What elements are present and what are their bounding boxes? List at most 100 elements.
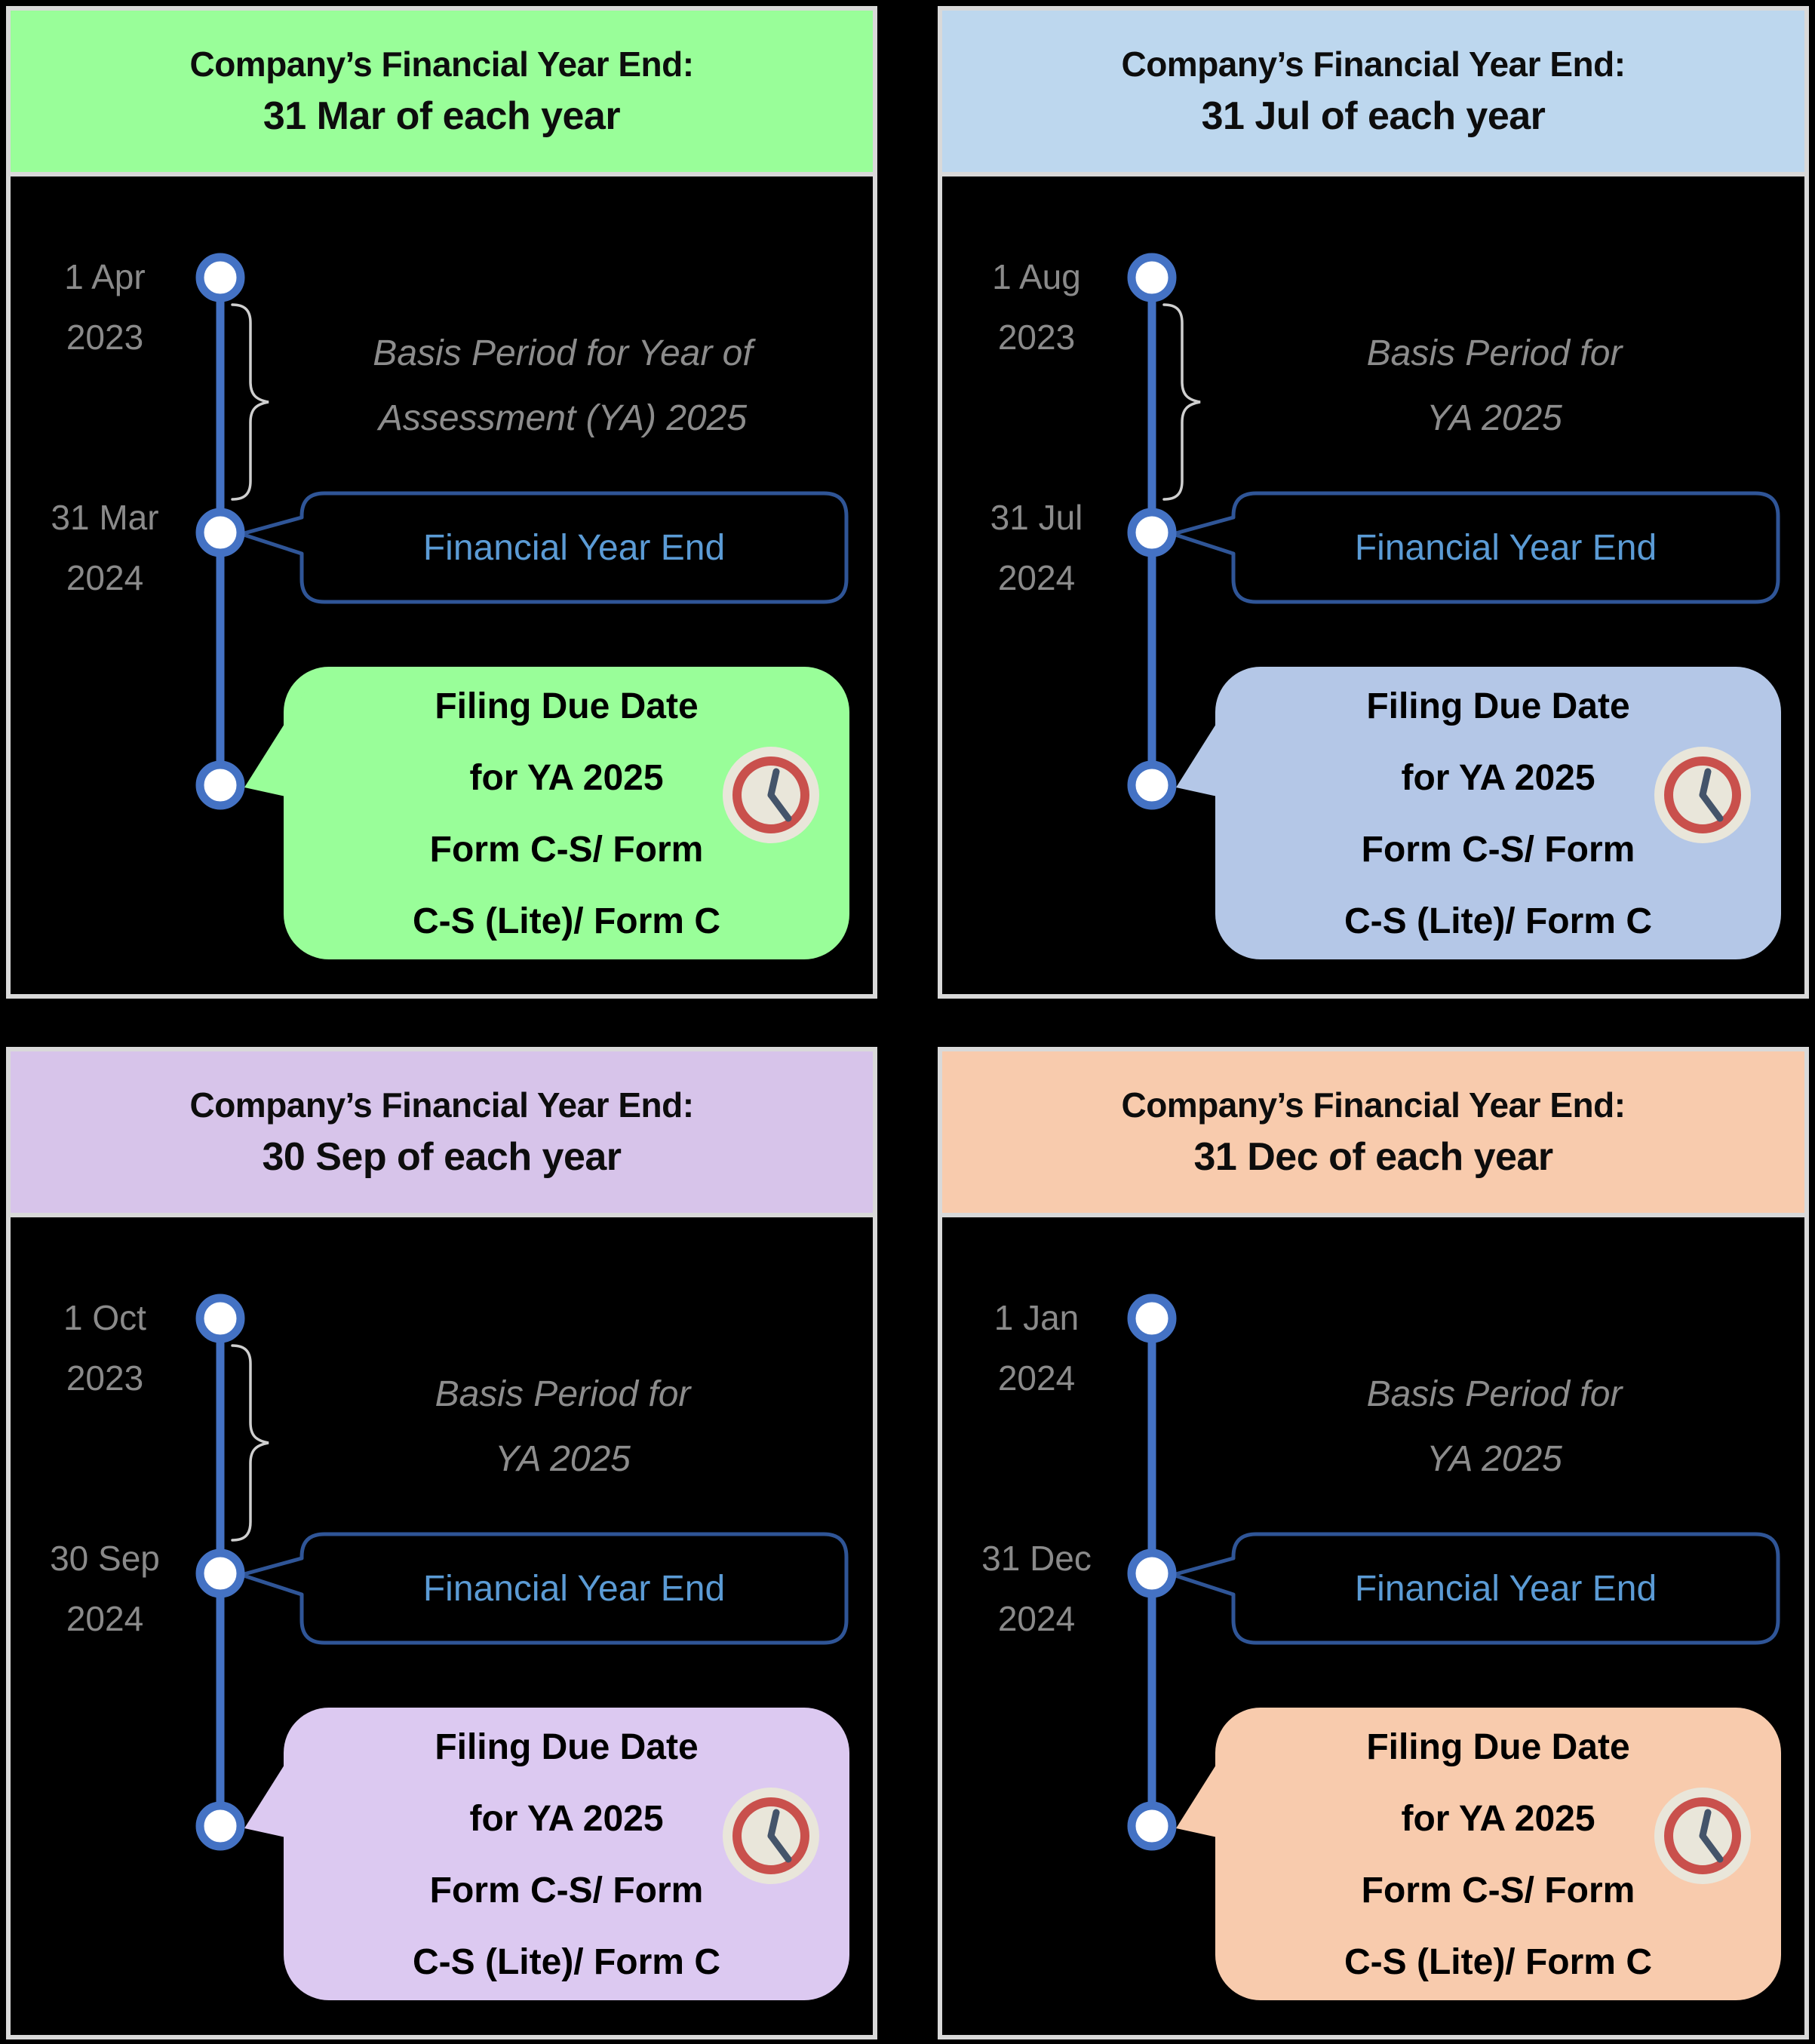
- clock-icon: [1654, 1788, 1751, 1884]
- timeline-dot-fye: [1127, 508, 1177, 557]
- panel-header: Company’s Financial Year End: 31 Jul of …: [942, 11, 1804, 176]
- panel-fye-31-jul: Company’s Financial Year End: 31 Jul of …: [938, 6, 1809, 999]
- filing-line4: C-S (Lite)/ Form C: [413, 1942, 720, 1982]
- filing-callout-tail: [1176, 689, 1238, 801]
- start-date-day: 1 Apr: [64, 257, 146, 296]
- clock-hour-hand: [1699, 1809, 1712, 1840]
- panel-header: Company’s Financial Year End: 31 Mar of …: [11, 11, 873, 176]
- filing-line3: Form C-S/ Form: [429, 830, 704, 870]
- filing-line2: for YA 2025: [469, 758, 664, 798]
- filing-line2: for YA 2025: [469, 1799, 664, 1839]
- panel-fye-30-sep: Company’s Financial Year End: 30 Sep of …: [6, 1047, 877, 2039]
- filing-due-date-label: Filing Due Date for YA 2025 Form C-S/ Fo…: [1238, 1709, 1758, 2000]
- panel-body: 1 Aug 2023 31 Jul 2024 Basis Period for …: [942, 176, 1804, 990]
- filing-line2: for YA 2025: [1401, 758, 1595, 798]
- end-date-label: 30 Sep 2024: [24, 1528, 186, 1649]
- timeline-dot-start: [1127, 253, 1177, 302]
- timeline-dot-fye: [195, 1548, 245, 1598]
- timeline-dot-filing: [1127, 760, 1177, 810]
- start-date-day: 1 Aug: [992, 257, 1081, 296]
- panel-header-title: Company’s Financial Year End:: [1121, 45, 1626, 84]
- filing-line2: for YA 2025: [1401, 1799, 1595, 1839]
- basis-period-line1: Basis Period for: [1366, 1374, 1623, 1414]
- basis-period-line1: Basis Period for: [435, 1374, 691, 1414]
- clock-minute-hand: [767, 791, 792, 822]
- basis-period-line2: Assessment (YA) 2025: [378, 398, 748, 438]
- financial-year-end-label: Financial Year End: [422, 1568, 726, 1609]
- filing-line4: C-S (Lite)/ Form C: [1344, 1942, 1652, 1982]
- filing-line4: C-S (Lite)/ Form C: [413, 901, 720, 941]
- clock-icon: [723, 1788, 819, 1884]
- panel-body: 1 Jan 2024 31 Dec 2024 Basis Period for …: [942, 1217, 1804, 2030]
- clock-minute-hand: [767, 1832, 792, 1863]
- timeline-dot-filing: [195, 760, 245, 810]
- start-date-year: 2023: [66, 318, 144, 357]
- panel-header-subtitle: 31 Dec of each year: [1193, 1135, 1553, 1179]
- basis-period-brace: [231, 303, 269, 501]
- financial-year-end-callout-shape: [239, 1532, 849, 1645]
- filing-line1: Filing Due Date: [1366, 686, 1630, 726]
- timeline-dots: [1127, 1294, 1177, 1851]
- timeline-dot-filing: [195, 1801, 245, 1851]
- timeline-graphic: [1127, 1294, 1781, 2000]
- panel-fye-31-mar: Company’s Financial Year End: 31 Mar of …: [6, 6, 877, 999]
- clock-hour-hand: [767, 1809, 780, 1840]
- end-date-day: 30 Sep: [50, 1539, 160, 1578]
- timeline-graphic: [1127, 253, 1781, 959]
- start-date-day: 1 Oct: [63, 1298, 146, 1337]
- start-date-year: 2024: [997, 1358, 1076, 1398]
- end-date-year: 2024: [66, 558, 144, 597]
- financial-year-end-label: Financial Year End: [1354, 527, 1657, 568]
- financial-year-end-label: Financial Year End: [1354, 1568, 1657, 1609]
- basis-period-line2: YA 2025: [1427, 1439, 1562, 1479]
- panel-header: Company’s Financial Year End: 31 Dec of …: [942, 1051, 1804, 1217]
- timeline-graphic: [195, 253, 849, 959]
- filing-callout-shape: [284, 667, 849, 959]
- financial-year-end-label: Financial Year End: [422, 527, 726, 568]
- filing-line1: Filing Due Date: [435, 686, 699, 726]
- start-date-label: 1 Aug 2023: [956, 247, 1117, 367]
- filing-line3: Form C-S/ Form: [1361, 1871, 1635, 1910]
- filing-callout-tail: [244, 689, 306, 801]
- timeline-dot-start: [1127, 1294, 1177, 1343]
- timeline-dot-fye: [1127, 1548, 1177, 1598]
- filing-line3: Form C-S/ Form: [1361, 830, 1635, 870]
- end-date-day: 31 Mar: [51, 498, 159, 537]
- basis-period-label: Basis Period for YA 2025: [1221, 321, 1767, 451]
- basis-period-brace: [1162, 303, 1201, 501]
- panel-body: 1 Oct 2023 30 Sep 2024 Basis Period for …: [11, 1217, 873, 2030]
- end-date-day: 31 Jul: [990, 498, 1083, 537]
- timeline-dots: [195, 253, 245, 810]
- filing-callout-tail: [1176, 1730, 1238, 1842]
- filing-callout-tail: [244, 1730, 306, 1842]
- end-date-day: 31 Dec: [981, 1539, 1092, 1578]
- start-date-year: 2023: [997, 318, 1076, 357]
- filing-due-date-label: Filing Due Date for YA 2025 Form C-S/ Fo…: [1238, 668, 1758, 959]
- basis-period-line2: YA 2025: [495, 1439, 631, 1479]
- panel-header-title: Company’s Financial Year End:: [189, 1085, 694, 1125]
- end-date-year: 2024: [66, 1599, 144, 1638]
- clock-icon: [723, 747, 819, 843]
- basis-period-label: Basis Period for YA 2025: [1221, 1362, 1767, 1492]
- panel-header-title: Company’s Financial Year End:: [189, 45, 694, 84]
- timeline-dot-fye: [195, 508, 245, 557]
- timeline-dot-start: [195, 1294, 245, 1343]
- clock-minute-hand: [1699, 791, 1724, 822]
- panel-body: 1 Apr 2023 31 Mar 2024 Basis Period for …: [11, 176, 873, 990]
- financial-year-end-callout-shape: [239, 491, 849, 604]
- end-date-label: 31 Dec 2024: [956, 1528, 1117, 1649]
- panel-header-subtitle: 30 Sep of each year: [262, 1135, 622, 1179]
- panel-fye-31-dec: Company’s Financial Year End: 31 Dec of …: [938, 1047, 1809, 2039]
- panel-header-subtitle: 31 Jul of each year: [1201, 94, 1546, 138]
- basis-period-line1: Basis Period for: [1366, 333, 1623, 373]
- panel-header-title: Company’s Financial Year End:: [1121, 1085, 1626, 1125]
- filing-callout-shape: [1215, 1708, 1781, 2000]
- panel-header: Company’s Financial Year End: 30 Sep of …: [11, 1051, 873, 1217]
- filing-callout-shape: [1215, 667, 1781, 959]
- panel-header-subtitle: 31 Mar of each year: [263, 94, 621, 138]
- filing-line4: C-S (Lite)/ Form C: [1344, 901, 1652, 941]
- timeline-dot-start: [195, 253, 245, 302]
- basis-period-label: Basis Period for Year of Assessment (YA)…: [290, 321, 836, 451]
- timeline-dots: [1127, 253, 1177, 810]
- basis-period-line2: YA 2025: [1427, 398, 1562, 438]
